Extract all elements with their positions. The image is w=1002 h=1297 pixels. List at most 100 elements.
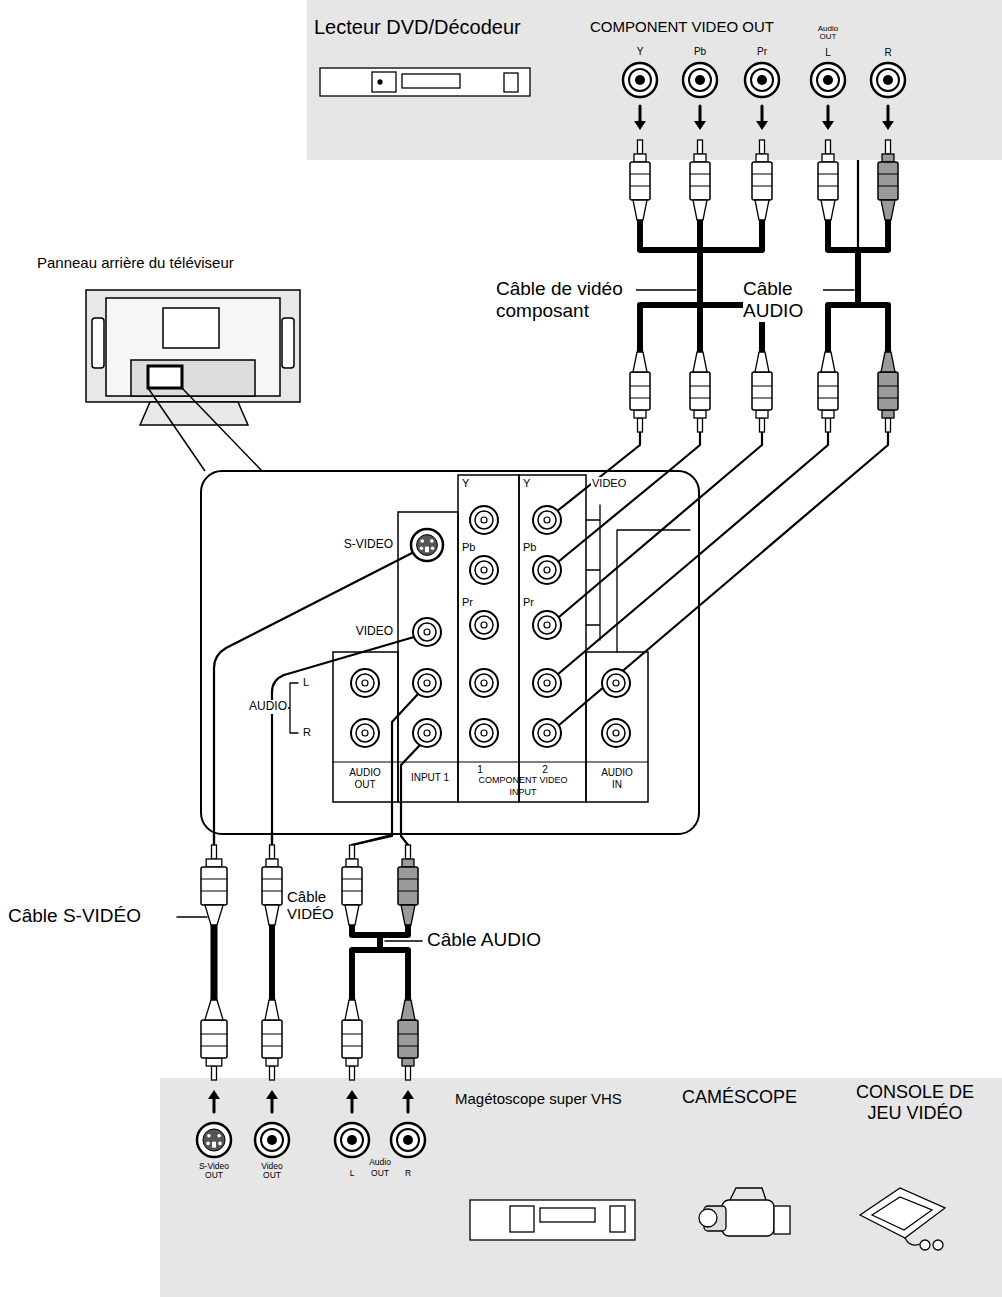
plug-collar (206, 859, 222, 867)
jack (623, 63, 657, 97)
dvd-body (320, 68, 530, 96)
jack-label: 1 (470, 764, 490, 776)
jack-ring (538, 674, 556, 692)
leader-line (626, 289, 696, 291)
jack-ring (475, 724, 493, 742)
vcr-detail (610, 1206, 625, 1232)
plug-grip (818, 186, 838, 187)
plug-body (690, 162, 710, 200)
jack (391, 1123, 425, 1157)
panel-outline (617, 530, 690, 652)
plug-grip (752, 386, 772, 387)
jack-pin (635, 75, 645, 85)
jack-ring (475, 674, 493, 692)
jack-ring (475, 616, 493, 634)
s-video-pin (206, 1142, 210, 1146)
plug-grip (630, 174, 650, 175)
jack-ring (689, 69, 711, 91)
jack (871, 63, 905, 97)
plug-grip (398, 879, 418, 880)
direction-arrow (761, 106, 764, 122)
jack-label: Video OUT (252, 1162, 292, 1180)
jack (413, 618, 441, 646)
direction-arrow-head (634, 121, 646, 130)
plug-tail (265, 1000, 279, 1020)
jack-pin (362, 730, 368, 736)
plug-tail (881, 200, 895, 220)
jack-pin (481, 622, 487, 628)
plug-grip (630, 398, 650, 399)
cable (828, 220, 888, 250)
jack-pin (544, 730, 550, 736)
camcorder-body (722, 1200, 774, 1236)
cable-label: Câble S-VIDÉO (8, 905, 173, 927)
cable-label: Câble de vidéo composant (496, 278, 636, 322)
jack-ring (418, 623, 436, 641)
plug-tip (406, 1066, 411, 1080)
device-name: Magétoscope super VHS (455, 1090, 622, 1107)
cable (352, 950, 408, 1000)
camcorder-handle (730, 1188, 766, 1200)
plug-tail (345, 905, 359, 925)
plug-grip (878, 398, 898, 399)
s-video-pin (420, 546, 424, 550)
plug-body (818, 372, 838, 410)
direction-arrow (271, 1098, 274, 1112)
plug-body (342, 1020, 362, 1058)
plug-body (398, 1020, 418, 1058)
direction-arrow (213, 1098, 216, 1112)
plug-grip (690, 174, 710, 175)
plug-grip (752, 174, 772, 175)
plug-grip (398, 1034, 418, 1035)
plug-tail (821, 200, 835, 220)
plug-body (818, 162, 838, 200)
plug-collar (634, 154, 646, 162)
cable-label: Câble AUDIO (427, 929, 567, 951)
plug-tip (638, 140, 643, 154)
direction-arrow-head (822, 121, 834, 130)
plug-body (201, 867, 227, 905)
direction-arrow-head (346, 1090, 358, 1099)
s-video-pin (420, 539, 424, 543)
plug-body (752, 162, 772, 200)
plug-body (878, 162, 898, 200)
plug-collar (346, 1058, 358, 1066)
plug-body (262, 1020, 282, 1058)
jack-ring (475, 561, 493, 579)
plug-collar (402, 859, 414, 867)
tv-plate (163, 308, 219, 348)
plug-tail (205, 1000, 223, 1020)
jack (683, 63, 717, 97)
plug-collar (634, 410, 646, 418)
jack-label: Pb (522, 541, 544, 554)
console-controller (920, 1240, 930, 1250)
plug-grip (342, 1046, 362, 1047)
callout-pointer (148, 388, 262, 471)
jack-label: AUDIO (236, 700, 288, 714)
jack-pin (613, 730, 619, 736)
vcr-detail (540, 1208, 595, 1222)
jack-ring (877, 69, 899, 91)
jack (470, 506, 498, 534)
s-video-pin (217, 1134, 221, 1138)
plug-tip (760, 140, 765, 154)
jack-label: INPUT 1 (402, 772, 458, 784)
jack-pin (481, 567, 487, 573)
cable-wire (214, 552, 414, 845)
jack-label: Pb (461, 541, 483, 554)
jack-label: INPUT (460, 788, 586, 797)
jack-label: S-Video OUT (194, 1162, 234, 1180)
s-video-socket (203, 1129, 225, 1151)
jack-pin (267, 1135, 277, 1145)
s-video-pin (431, 546, 435, 550)
jack (335, 1123, 369, 1157)
jack (351, 669, 379, 697)
s-video-pin (207, 1134, 211, 1138)
console-top (872, 1197, 932, 1230)
jack-pin (544, 517, 550, 523)
source-device-panel: Magétoscope super VHSCAMÉSCOPECONSOLE DE… (160, 1078, 1002, 1297)
jack-label: L (342, 1169, 362, 1178)
jack-label: Pb (690, 46, 710, 58)
cable-wire (559, 432, 762, 617)
tv-back (106, 298, 280, 396)
